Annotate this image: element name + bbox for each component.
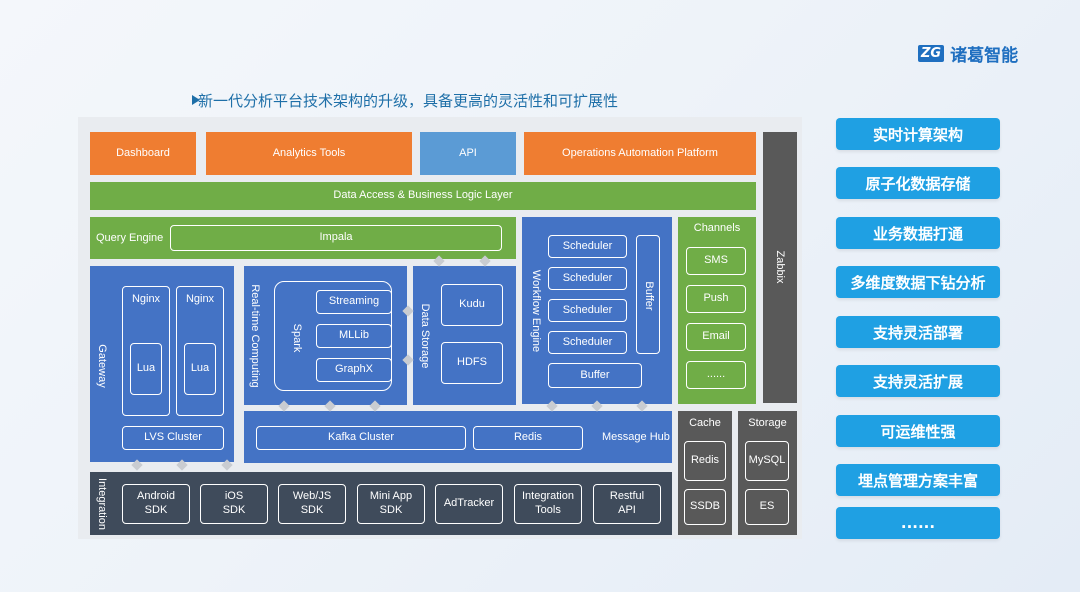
gateway-block: Gateway Nginx Lua Nginx Lua LVS Cluster xyxy=(90,266,234,462)
impala-block: Impala xyxy=(170,225,502,251)
api-block: API xyxy=(420,132,516,175)
data-storage-block: Data Storage Kudu HDFS xyxy=(413,266,516,405)
kafka-cluster-block: Kafka Cluster xyxy=(256,426,466,450)
sms-block: SMS xyxy=(686,247,746,275)
realtime-computing-label: Real-time Computing xyxy=(249,284,261,388)
hdfs-block: HDFS xyxy=(441,342,503,384)
zabbix-block: Zabbix xyxy=(763,132,797,403)
feature-item: 原子化数据存储 xyxy=(836,167,1000,199)
lvs-cluster-block: LVS Cluster xyxy=(122,426,224,450)
buffer-vertical: Buffer xyxy=(636,235,660,354)
redis-hub-block: Redis xyxy=(473,426,583,450)
adtracker-block: AdTracker xyxy=(435,484,503,524)
scheduler-4: Scheduler xyxy=(548,331,627,354)
integration-block: Integration Android SDK iOS SDK Web/JS S… xyxy=(90,472,672,535)
query-engine-label: Query Engine xyxy=(96,232,164,244)
feature-item: 埋点管理方案丰富 xyxy=(836,464,1000,496)
nginx-2-label: Nginx xyxy=(185,293,215,305)
es-block: ES xyxy=(745,489,789,525)
gateway-label: Gateway xyxy=(96,344,108,388)
query-engine-block: Query Engine Impala xyxy=(90,217,516,259)
scheduler-1: Scheduler xyxy=(548,235,627,258)
access-layer-block: Data Access & Business Logic Layer xyxy=(90,182,756,210)
integration-tools-block: Integration Tools xyxy=(514,484,582,524)
logo-mark: ZG xyxy=(918,44,945,62)
message-hub-label: Message Hub xyxy=(602,431,670,443)
scheduler-2: Scheduler xyxy=(548,267,627,290)
lua-1-block: Lua xyxy=(130,343,162,395)
realtime-computing-block: Real-time Computing Spark Streaming MLLi… xyxy=(244,266,407,405)
mllib-block: MLLib xyxy=(316,324,392,348)
buffer-horizontal: Buffer xyxy=(548,363,642,388)
storage-block: Storage MySQL ES xyxy=(738,411,797,535)
spark-label: Spark xyxy=(291,323,303,353)
buffer-vertical-label: Buffer xyxy=(643,281,655,311)
feature-item: 实时计算架构 xyxy=(836,118,1000,150)
logo: ZG 诸葛智能 xyxy=(918,42,1019,66)
channels-label: Channels xyxy=(693,222,741,234)
cache-redis-block: Redis xyxy=(684,441,726,481)
feature-item: 多维度数据下钻分析 xyxy=(836,266,1000,298)
kudu-block: Kudu xyxy=(441,284,503,326)
logo-name: 诸葛智能 xyxy=(950,45,1019,66)
zabbix-label: Zabbix xyxy=(774,250,786,284)
feature-item: ...... xyxy=(836,507,1000,539)
scheduler-3: Scheduler xyxy=(548,299,627,322)
streaming-block: Streaming xyxy=(316,290,392,314)
workflow-engine-block: Workflow Engine Scheduler Scheduler Sche… xyxy=(522,217,672,404)
channels-block: Channels SMS Push Email ...... xyxy=(678,217,756,404)
message-hub-block: Kafka Cluster Redis Message Hub xyxy=(244,411,672,463)
push-block: Push xyxy=(686,285,746,313)
graphx-block: GraphX xyxy=(316,358,392,382)
ios-sdk-block: iOS SDK xyxy=(200,484,268,524)
storage-label: Storage xyxy=(748,417,787,429)
cache-block: Cache Redis SSDB xyxy=(678,411,732,535)
nginx-1-label: Nginx xyxy=(131,293,161,305)
nginx-1-block: Nginx Lua xyxy=(122,286,170,416)
dashboard-block: Dashboard xyxy=(90,132,196,175)
triangle-right-icon xyxy=(192,95,200,105)
channels-more-block: ...... xyxy=(686,361,746,389)
feature-item: 可运维性强 xyxy=(836,415,1000,447)
nginx-2-block: Nginx Lua xyxy=(176,286,224,416)
workflow-engine-label: Workflow Engine xyxy=(530,269,542,353)
feature-item: 支持灵活部署 xyxy=(836,316,1000,348)
headline: 新一代分析平台技术架构的升级，具备更高的灵活性和可扩展性 xyxy=(198,92,619,110)
android-sdk-block: Android SDK xyxy=(122,484,190,524)
miniapp-sdk-block: Mini App SDK xyxy=(357,484,425,524)
ssdb-block: SSDB xyxy=(684,489,726,525)
integration-label: Integration xyxy=(96,478,108,530)
data-storage-label: Data Storage xyxy=(419,303,431,369)
lua-2-block: Lua xyxy=(184,343,216,395)
restful-api-block: Restful API xyxy=(593,484,661,524)
ops-platform-block: Operations Automation Platform xyxy=(524,132,756,175)
mysql-block: MySQL xyxy=(745,441,789,481)
cache-label: Cache xyxy=(689,417,721,429)
feature-item: 支持灵活扩展 xyxy=(836,365,1000,397)
web-sdk-block: Web/JS SDK xyxy=(278,484,346,524)
feature-item: 业务数据打通 xyxy=(836,217,1000,249)
analytics-tools-block: Analytics Tools xyxy=(206,132,412,175)
email-block: Email xyxy=(686,323,746,351)
